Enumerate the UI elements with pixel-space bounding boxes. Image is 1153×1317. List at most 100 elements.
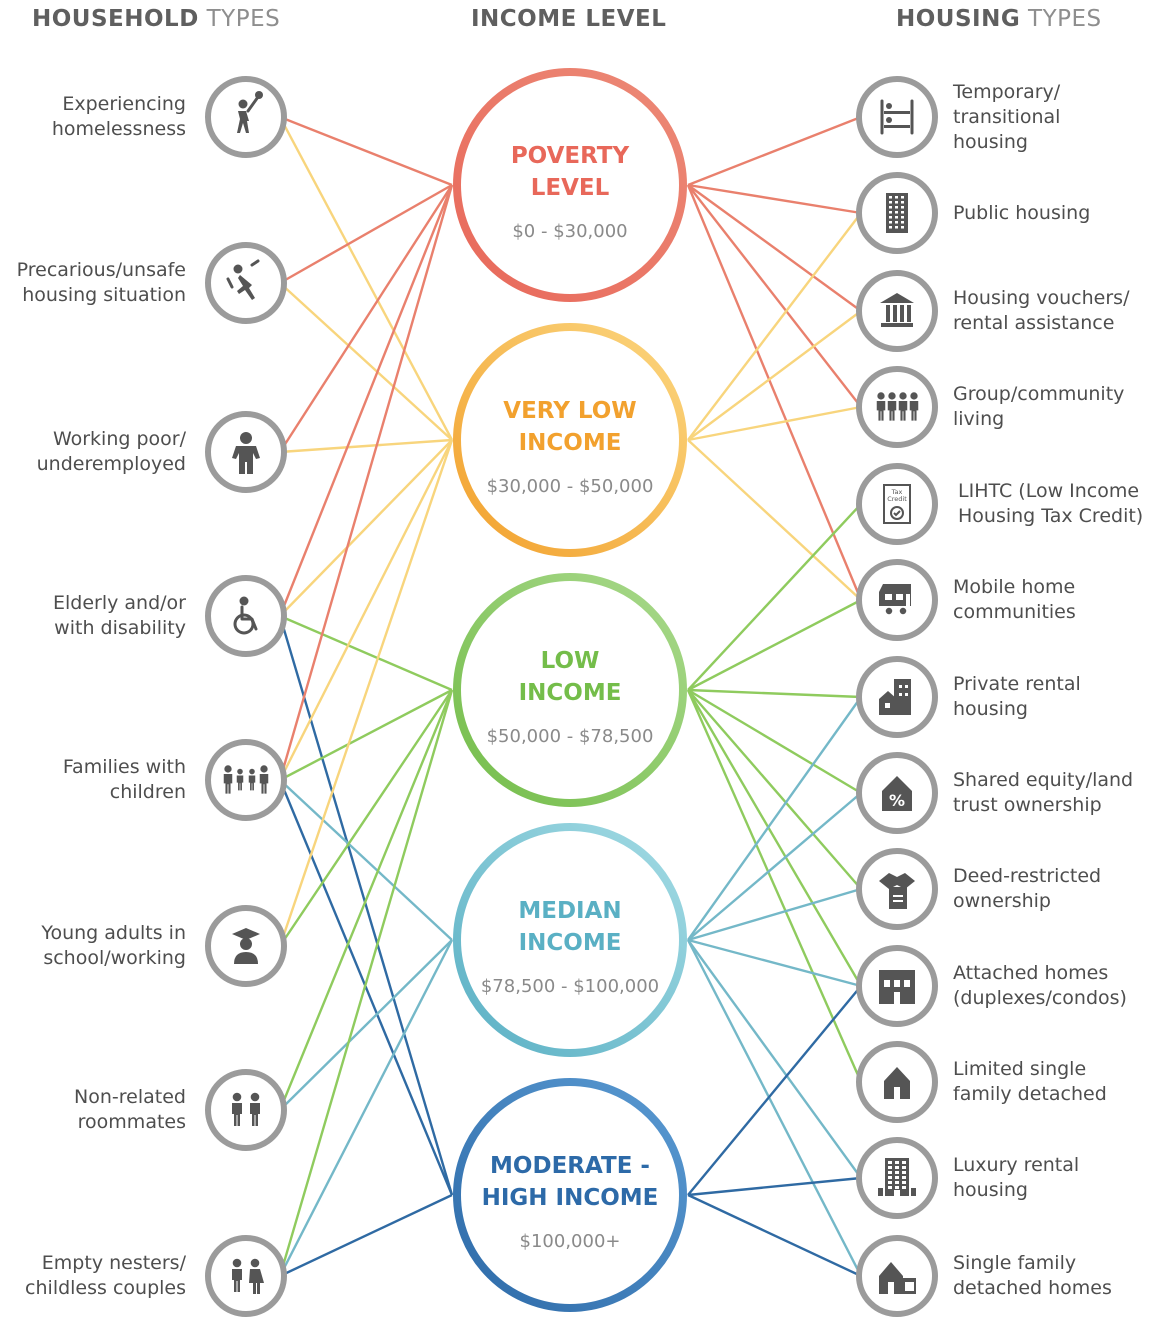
attached-homes-icon [879, 970, 915, 1004]
housing-type-label-line: LIHTC (Low Income [958, 480, 1140, 502]
housing-type-label: Luxury rental housing [953, 1153, 1079, 1203]
icon-ring [205, 1069, 287, 1151]
household-type-label-line: Precarious/unsafe [16, 259, 186, 281]
household-type-label: Elderly and/or with disability [53, 591, 186, 641]
income-level-title-line: MEDIAN [518, 898, 621, 924]
household-income-link-6 [278, 184, 454, 617]
household-icon-7 [205, 1235, 287, 1317]
housing-icon-3 [856, 366, 938, 448]
housing-type-label-line: housing [953, 1179, 1028, 1201]
household-type-label-line: Young adults in [41, 922, 186, 944]
income-level-title-line: VERY LOW [503, 398, 636, 424]
income-housing-link-12 [687, 688, 862, 795]
income-header-bold: INCOME LEVEL [471, 6, 667, 32]
housing-type-label-line: Temporary/ [953, 80, 1061, 103]
household-income-link-0 [279, 115, 453, 187]
tax-credit-label: Tax [891, 488, 903, 496]
income-level-title-line: INCOME [519, 430, 622, 456]
household-icon-1 [205, 242, 287, 324]
household-income-link-17 [278, 689, 454, 1111]
housing-type-label: Attached homes (duplexes/condos) [953, 961, 1127, 1011]
group-people-icon [876, 392, 919, 421]
income-housing-link-21 [686, 939, 863, 1277]
rental-buildings-icon [879, 679, 911, 715]
income-circle-ring [453, 323, 687, 557]
income-housing-link-7 [687, 405, 862, 442]
income-housing-link-18 [687, 887, 862, 942]
housing-type-label-line: housing [953, 698, 1028, 720]
household-icon-4 [205, 739, 287, 821]
housing-type-label-line: Deed-restricted [953, 865, 1102, 887]
household-income-link-21 [279, 1193, 453, 1278]
housing-type-label-line: Luxury rental [953, 1154, 1080, 1176]
household-income-link-5 [279, 438, 453, 454]
housing-type-label-line: family detached [953, 1083, 1107, 1105]
income-housing-link-13 [687, 689, 862, 890]
income-level-title-line: INCOME [519, 930, 622, 956]
income-housing-link-20 [687, 939, 862, 1179]
household-header-light: TYPES [206, 6, 281, 32]
housing-type-label-line: Limited single [953, 1058, 1087, 1080]
housing-type-label: Public housing [953, 201, 1090, 226]
housing-type-label-line: Housing Tax Credit) [958, 505, 1144, 527]
housing-type-label-line: Attached homes [953, 962, 1109, 984]
income-housing-link-24 [687, 1193, 862, 1278]
household-income-link-19 [278, 689, 454, 1277]
housing-type-label-line: housing [953, 130, 1028, 153]
icon-ring [856, 76, 938, 158]
housing-icon-0 [856, 76, 938, 158]
icon-ring [205, 739, 287, 821]
income-level-3: MEDIAN INCOME $78,500 - $100,000 [453, 823, 687, 1057]
bunk-bed-icon [880, 99, 914, 135]
income-level-header: INCOME LEVEL [471, 6, 666, 32]
tower-building-icon [886, 193, 908, 233]
housing-type-label-line: trust ownership [953, 794, 1102, 816]
income-housing-link-8 [687, 439, 862, 601]
household-type-label-line: with disability [54, 617, 186, 639]
housing-icon-2 [856, 270, 938, 352]
worker-person-icon [232, 432, 260, 474]
luxury-building-icon [878, 1158, 916, 1196]
household-type-label-line: roommates [77, 1111, 186, 1133]
income-housing-link-23 [687, 1176, 862, 1197]
income-range: $78,500 - $100,000 [481, 976, 659, 997]
income-housing-link-3 [687, 184, 862, 408]
income-housing-link-2 [687, 184, 862, 312]
household-type-label-line: Elderly and/or [53, 592, 186, 614]
household-type-label-line: Working poor/ [52, 428, 186, 450]
income-housing-link-10 [687, 598, 862, 692]
household-icon-0 [205, 76, 287, 158]
household-header-bold: HOUSEHOLD [32, 6, 199, 32]
income-circle-ring [453, 573, 687, 807]
income-housing-link-15 [686, 689, 863, 1083]
household-type-label-line: Empty nesters/ [41, 1252, 186, 1274]
income-range: $0 - $30,000 [512, 221, 627, 242]
income-circle-ring [453, 823, 687, 1057]
household-icon-6 [205, 1069, 287, 1151]
housing-type-label-line: Public housing [953, 201, 1091, 224]
household-income-link-7 [279, 439, 453, 617]
handshake-deed-icon [879, 873, 915, 909]
household-type-label-line: Non-related [74, 1086, 186, 1108]
household-income-link-20 [278, 939, 454, 1277]
income-housing-link-19 [687, 938, 862, 988]
housing-type-label-line: (duplexes/condos) [953, 987, 1127, 1009]
household-income-link-13 [279, 779, 453, 941]
income-circle-ring [453, 68, 687, 302]
household-type-label-line: Experiencing [62, 93, 186, 115]
household-types-header: HOUSEHOLD TYPES [32, 6, 280, 32]
hobo-bindle-icon [237, 91, 263, 133]
income-level-4: MODERATE -HIGH INCOME$100,000+ [453, 1078, 687, 1312]
income-level-title-line: LOW [541, 648, 600, 674]
household-type-label: Non-related roommates [74, 1085, 186, 1135]
